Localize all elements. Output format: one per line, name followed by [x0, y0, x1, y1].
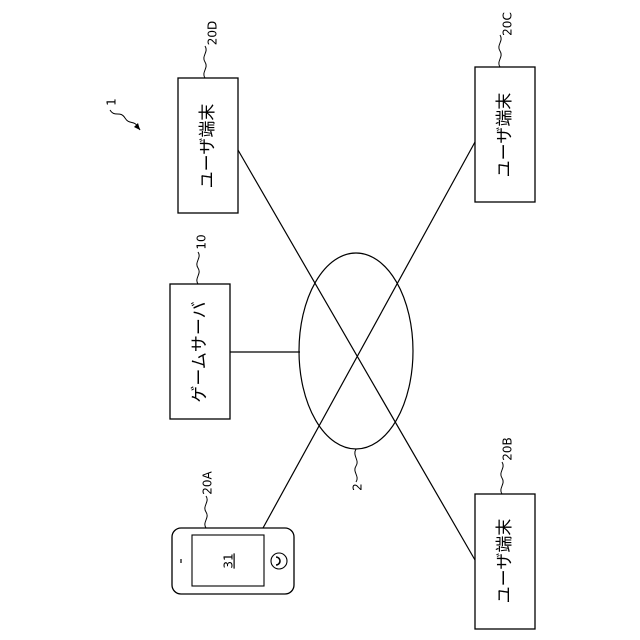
user-terminal-20b-label: ユーザ端末: [495, 519, 515, 604]
connection-line-20c-20a: [263, 142, 475, 528]
user-terminal-20b-leader: [501, 462, 503, 494]
network-ref: 2: [351, 483, 365, 491]
user-terminal-20d-leader: [204, 46, 206, 78]
figure-ref-label: 1: [105, 98, 119, 106]
user-terminal-20d-label: ユーザ端末: [198, 104, 218, 189]
network-ellipse: [299, 253, 413, 449]
user-terminal-20c-ref: 20C: [501, 12, 515, 36]
game-server-label: ゲームサーバ: [190, 301, 210, 402]
smartphone-20a-leader: [205, 496, 207, 528]
user-terminal-20b-ref: 20B: [501, 437, 515, 461]
user-terminal-20c-label: ユーザ端末: [495, 93, 515, 178]
user-terminal-20d-ref: 20D: [206, 21, 220, 46]
connection-line-20d-20b: [238, 150, 475, 560]
game-server-leader: [197, 252, 199, 284]
smartphone-20a-screen-ref: 31: [222, 553, 236, 568]
smartphone-20a-home-button-icon: [271, 553, 287, 569]
smartphone-20a-ref: 20A: [201, 470, 215, 494]
game-server-ref: 10: [195, 234, 209, 249]
user-terminal-20c-leader: [499, 35, 501, 67]
network-leader: [355, 449, 357, 482]
